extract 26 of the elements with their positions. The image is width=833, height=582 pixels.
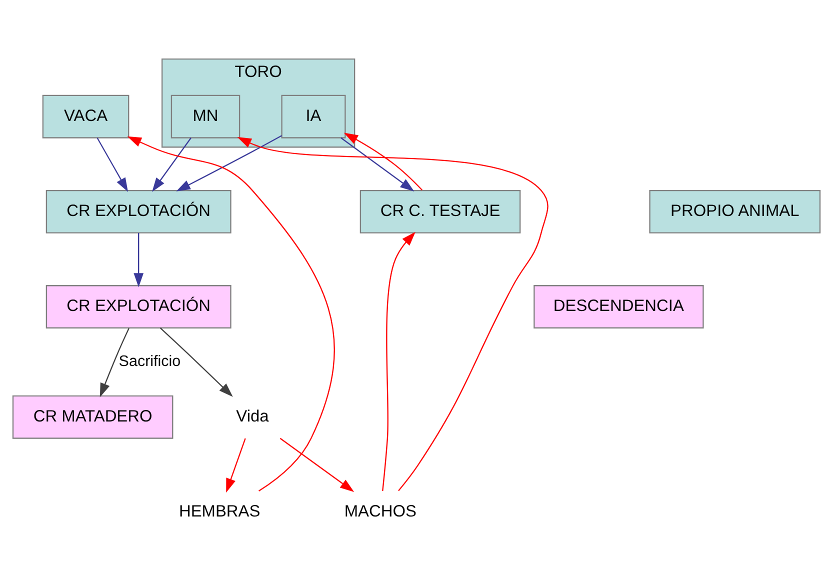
arrow xyxy=(100,328,130,397)
arrow xyxy=(237,136,548,491)
node-box: CR EXPLOTACIÓN xyxy=(46,284,232,328)
node-box: PROPIO ANIMAL xyxy=(649,189,821,233)
node-box: CR EXPLOTACIÓN xyxy=(46,189,232,233)
node-box: CR C. TESTAJE xyxy=(360,189,521,233)
arrow xyxy=(152,137,192,192)
arrow xyxy=(226,438,246,492)
edge-label: Sacrificio xyxy=(118,352,181,370)
arrow xyxy=(280,437,354,492)
node-box: DESCENDENCIA xyxy=(534,284,704,328)
node-box: VACA xyxy=(42,94,130,138)
arrow xyxy=(127,136,335,491)
node-text: MACHOS xyxy=(344,502,416,520)
node-box: MN xyxy=(170,94,240,138)
arrow xyxy=(134,232,144,287)
arrow xyxy=(382,231,416,490)
arrow xyxy=(96,137,128,192)
arrow xyxy=(344,132,423,190)
node-box: CR MATADERO xyxy=(12,394,174,438)
node-text: HEMBRAS xyxy=(178,502,260,520)
arrow xyxy=(176,134,282,191)
arrow xyxy=(160,326,233,396)
arrow xyxy=(340,136,414,191)
node-text: Vida xyxy=(236,406,269,425)
node-box: IA xyxy=(281,94,346,138)
